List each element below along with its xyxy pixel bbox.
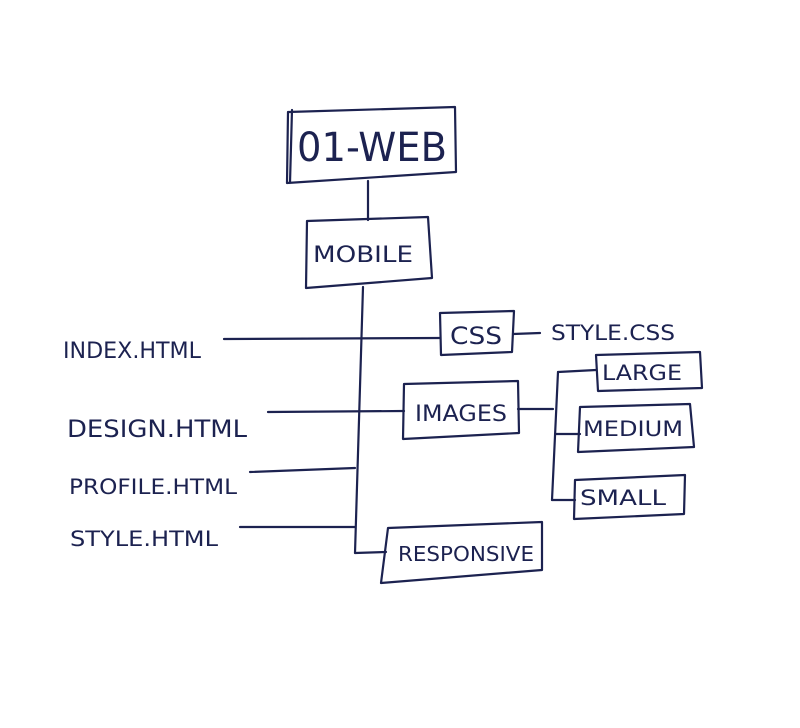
root-node-label: 01-WEB <box>297 125 447 171</box>
css-to-stylecss-line <box>511 331 542 336</box>
responsive-node-box <box>379 520 544 585</box>
small-node-label: SMALL <box>580 486 666 510</box>
design-branch-line <box>266 409 406 414</box>
profile-branch-line <box>248 466 357 474</box>
index-branch-line <box>222 336 442 341</box>
medium-node-label: MEDIUM <box>583 417 683 441</box>
tree-boxes <box>285 105 704 585</box>
tree-connectors <box>222 179 598 555</box>
design-file-label: DESIGN.HTML <box>67 415 248 443</box>
stylecss-file-label: STYLE.CSS <box>551 321 675 345</box>
small-node-box <box>572 473 687 521</box>
responsive-node-label: RESPONSIVE <box>398 542 534 566</box>
css-node-label: CSS <box>450 322 502 350</box>
large-branch-line <box>556 368 598 374</box>
medium-node-box <box>576 402 696 454</box>
main-trunk-line <box>353 285 365 555</box>
sizes-vertical-line <box>550 370 560 502</box>
tree-labels: 01-WEB MOBILE CSS STYLE.CSS IMAGES RESPO… <box>63 125 683 566</box>
images-node-label: IMAGES <box>415 402 507 427</box>
responsive-branch-line <box>353 550 388 555</box>
mobile-node-box <box>304 215 434 290</box>
index-file-label: INDEX.HTML <box>63 339 202 364</box>
large-node-box <box>594 350 704 393</box>
images-node-box <box>401 379 521 441</box>
style-file-label: STYLE.HTML <box>70 527 218 551</box>
large-node-label: LARGE <box>602 361 682 385</box>
mobile-node-label: MOBILE <box>313 243 413 268</box>
root-node-box <box>285 105 458 185</box>
profile-file-label: PROFILE.HTML <box>69 475 237 499</box>
css-node-box <box>438 309 516 357</box>
